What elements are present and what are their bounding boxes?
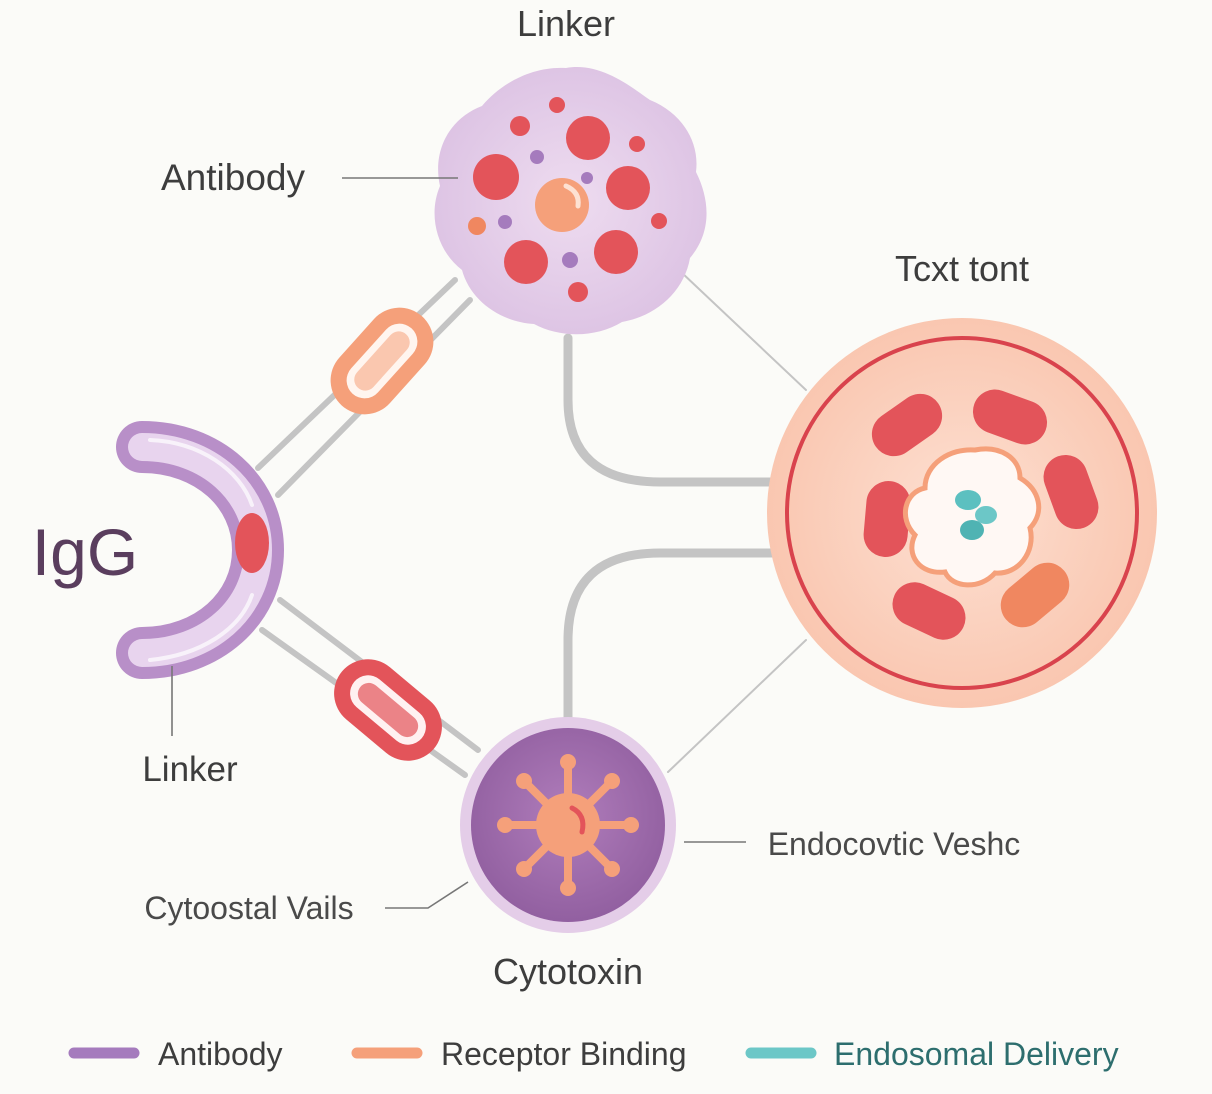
granule [510, 116, 530, 136]
granule [468, 217, 486, 235]
receptor [863, 481, 911, 557]
organelle [606, 166, 650, 210]
igg-highlight [148, 438, 254, 507]
receptor [871, 393, 943, 457]
legend-label: Endosomal Delivery [834, 1036, 1119, 1072]
linker-capsule-upper [330, 307, 434, 415]
granule [629, 136, 645, 152]
igg-highlight [148, 593, 254, 662]
label-igg: IgG [32, 515, 138, 589]
legend-item-receptor-binding: Receptor Binding [351, 1036, 686, 1072]
leader-lines [171, 177, 746, 909]
target-cell-membrane [785, 336, 1139, 690]
granule [651, 213, 667, 229]
granule [581, 172, 593, 184]
granule [549, 97, 565, 113]
legend: Antibody Receptor Binding Endosomal Deli… [68, 1036, 1119, 1072]
organelle [594, 230, 638, 274]
linker-capsule-lower [334, 659, 442, 761]
legend-item-endosomal-delivery: Endosomal Delivery [745, 1036, 1119, 1072]
legend-label: Antibody [158, 1036, 283, 1072]
igg-antibody [116, 421, 285, 679]
endosomal-payload [955, 490, 981, 510]
granule [568, 282, 588, 302]
organelle [473, 154, 519, 200]
receptor [892, 582, 966, 640]
label-left-linker: Linker [142, 750, 238, 789]
antibody-cell [434, 67, 707, 335]
granule [562, 252, 578, 268]
label-antibody: Antibody [161, 157, 305, 198]
igg-binding-site [235, 513, 269, 573]
label-top-linker: Linker [517, 3, 615, 44]
target-cell [767, 318, 1157, 708]
endosomal-payload [960, 520, 984, 540]
nucleus [535, 178, 589, 232]
endosome [903, 446, 1042, 588]
thin-line-target-cytotoxin [667, 639, 807, 773]
nucleus-highlight [563, 183, 581, 209]
legend-label: Receptor Binding [441, 1036, 686, 1072]
label-endocytic: Endocovtic Veshc [768, 826, 1021, 862]
granule [530, 150, 544, 164]
cytotoxin-core [536, 793, 600, 857]
organelle [566, 116, 610, 160]
legend-item-antibody: Antibody [68, 1036, 283, 1072]
label-target-cell: Tcxt tont [895, 248, 1029, 289]
receptor [1043, 454, 1099, 530]
label-cytotoxin: Cytotoxin [493, 951, 643, 992]
cytotoxin-core-highlight [569, 805, 586, 835]
receptor [1000, 562, 1070, 628]
organelle [504, 240, 548, 284]
thin-line-antibody-target [662, 254, 807, 391]
connector-antibody-to-target [563, 333, 845, 487]
connector-cytotoxin-to-target [563, 548, 845, 723]
label-cytostatic: Cytoostal Vails [144, 890, 353, 926]
cytotoxin-cell [460, 717, 676, 933]
granule [498, 215, 512, 229]
endosomal-payload [975, 506, 997, 524]
receptor [972, 389, 1048, 445]
